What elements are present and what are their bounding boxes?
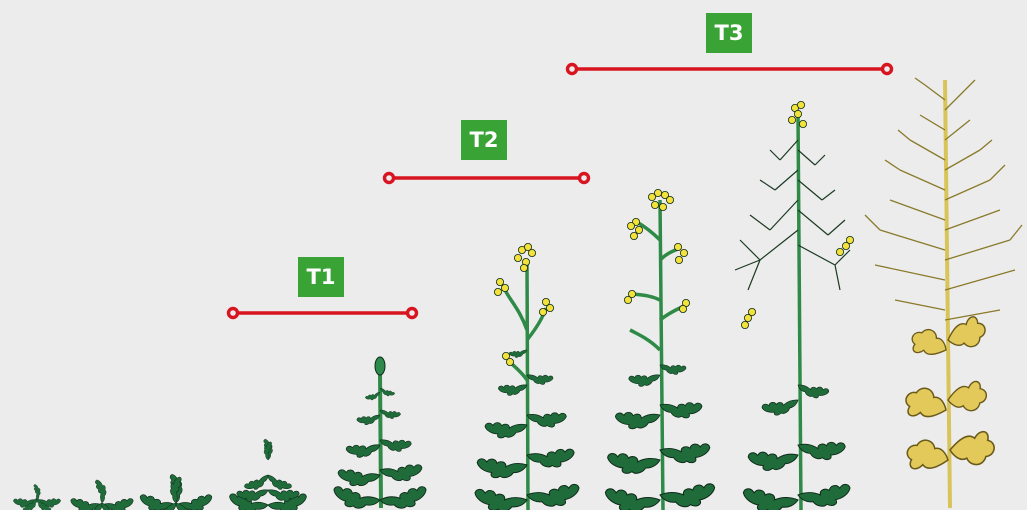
stage-5-plant-icon [333, 356, 427, 510]
stage-2-rosette-icon [70, 479, 134, 510]
stage-7-flowering-plant-icon [604, 188, 716, 510]
stage-3-rosette-icon [139, 473, 213, 510]
t3-timing-badge: T3 [706, 13, 752, 53]
t1-range-line [226, 306, 419, 320]
stage-9-ripe-plant-icon [864, 77, 1023, 509]
t2-timing-badge: T2 [461, 120, 507, 160]
stage-1-seedling-icon [12, 484, 62, 510]
stage-4-plant-icon [229, 438, 307, 510]
t1-timing-badge: T1 [298, 257, 344, 297]
stage-8-podding-plant-icon [734, 100, 855, 510]
t3-range-line [565, 62, 894, 76]
t2-range-line [382, 171, 591, 185]
stage-6-flowering-plant-icon [473, 242, 581, 510]
